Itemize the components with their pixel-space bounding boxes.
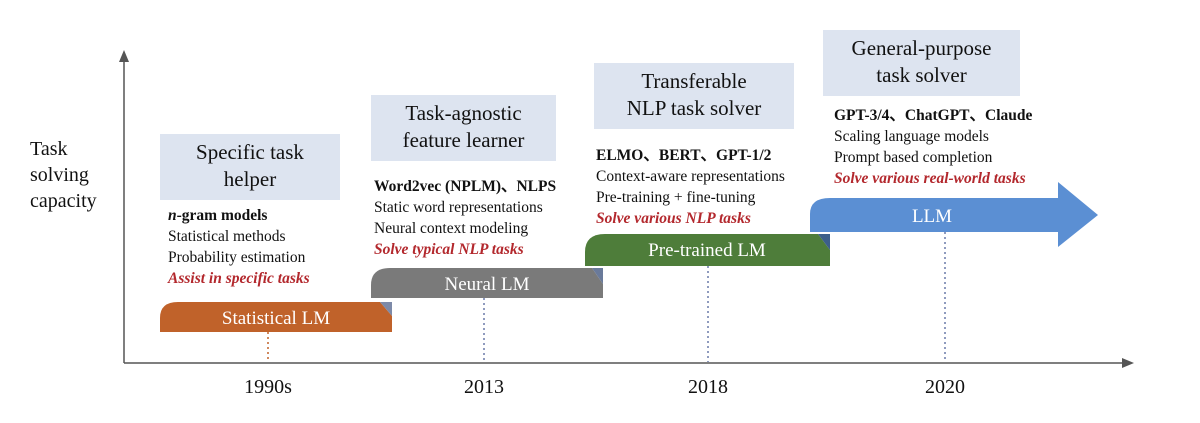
bar-llm-arrow (810, 182, 1098, 247)
stage-box-transferable-nlp-task-solver: Transferable NLP task solver (594, 63, 794, 129)
year-2020: 2020 (925, 376, 965, 398)
model-names: GPT-3/4、ChatGPT、Claude (834, 107, 1033, 124)
x-axis-arrowhead (1122, 358, 1134, 368)
stage-box-general-purpose-task-solver: General-purpose task solver (823, 30, 1020, 96)
desc-line: Static word representations (374, 199, 543, 216)
y-axis-arrowhead (119, 50, 129, 62)
desc-line: Statistical methods (168, 228, 286, 245)
desc-line: Neural context modeling (374, 220, 529, 237)
bar-statistical-lm (160, 302, 392, 332)
bar-label-neural-lm: Neural LM (445, 274, 530, 295)
desc-line: Scaling language models (834, 128, 989, 145)
year-1990s: 1990s (244, 376, 292, 398)
bar-neural-lm (371, 268, 603, 298)
goal-text: Solve various real-world tasks (834, 170, 1026, 187)
bar-pretrained-lm-fold (818, 234, 830, 250)
stage-desc-llm: GPT-3/4、ChatGPT、Claude Scaling language … (834, 105, 1032, 189)
year-2018: 2018 (688, 376, 728, 398)
bar-statistical-lm-fold (380, 302, 392, 316)
desc-line: Prompt based completion (834, 149, 993, 166)
bar-label-pretrained-lm: Pre-trained LM (648, 240, 766, 261)
desc-line: Context-aware representations (596, 168, 785, 185)
bar-label-statistical-lm: Statistical LM (222, 308, 330, 329)
stage-box-specific-task-helper: Specific task helper (160, 134, 340, 200)
stage-desc-statistical: n-gram models Statistical methods Probab… (168, 205, 310, 289)
stage-desc-pretrained: ELMO、BERT、GPT-1/2 Context-aware represen… (596, 145, 785, 229)
model-names: n-gram models (168, 207, 268, 224)
model-names: Word2vec (NPLM)、NLPS (374, 178, 557, 195)
desc-line: Probability estimation (168, 249, 306, 266)
bar-neural-lm-fold (592, 268, 603, 284)
stage-desc-neural: Word2vec (NPLM)、NLPS Static word represe… (374, 176, 556, 260)
model-names: ELMO、BERT、GPT-1/2 (596, 147, 772, 164)
year-2013: 2013 (464, 376, 504, 398)
stage-box-task-agnostic-feature-learner: Task-agnostic feature learner (371, 95, 556, 161)
goal-text: Assist in specific tasks (168, 270, 310, 287)
desc-line: Pre-training + fine-tuning (596, 189, 756, 206)
goal-text: Solve various NLP tasks (596, 210, 751, 227)
bar-pretrained-lm (585, 234, 830, 266)
y-axis-label: Task solving capacity (30, 138, 97, 212)
bar-label-llm: LLM (912, 206, 952, 227)
goal-text: Solve typical NLP tasks (374, 241, 524, 258)
